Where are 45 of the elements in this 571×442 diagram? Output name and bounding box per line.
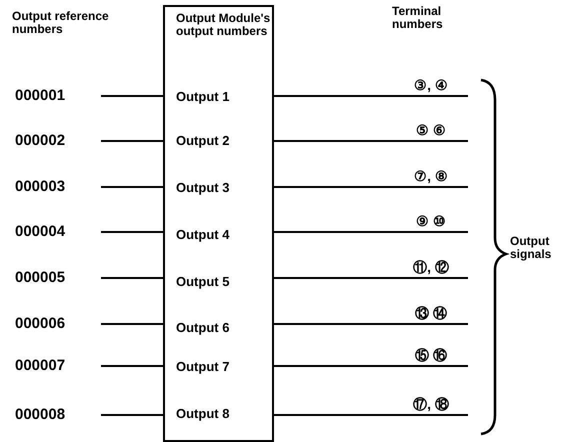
module-box bbox=[163, 5, 274, 442]
connector-line bbox=[101, 323, 163, 325]
connector-line bbox=[101, 365, 163, 367]
connector-line bbox=[101, 231, 163, 233]
column-heading: Output reference numbers bbox=[12, 10, 110, 36]
brace-label: Output signals bbox=[510, 235, 552, 261]
connector-line bbox=[101, 140, 163, 142]
reference-number: 000002 bbox=[15, 131, 101, 151]
terminal-numbers: ⑤ ⑥ bbox=[415, 121, 447, 139]
output-label: Output 1 bbox=[165, 85, 272, 109]
connector-line bbox=[274, 414, 468, 416]
output-label: Output 5 bbox=[165, 270, 272, 294]
connector-line bbox=[274, 277, 468, 279]
terminal-numbers: ⑪, ⑫ bbox=[412, 258, 450, 276]
reference-number: 000004 bbox=[15, 222, 101, 242]
reference-number: 000007 bbox=[15, 356, 101, 376]
reference-number: 000005 bbox=[15, 268, 101, 288]
box-heading: Output Module's output numbers bbox=[176, 12, 272, 38]
reference-number: 000006 bbox=[15, 314, 101, 334]
terminal-numbers: ⑬ ⑭ bbox=[414, 304, 448, 322]
output-label: Output 6 bbox=[165, 316, 272, 340]
connector-line bbox=[274, 95, 468, 97]
connector-line bbox=[274, 323, 468, 325]
reference-number: 000001 bbox=[15, 86, 101, 106]
output-label: Output 3 bbox=[165, 176, 272, 200]
output-label: Output 8 bbox=[165, 402, 272, 426]
connector-line bbox=[101, 186, 163, 188]
terminal-numbers: ⑦, ⑧ bbox=[413, 167, 449, 185]
connector-line bbox=[101, 277, 163, 279]
output-label: Output 2 bbox=[165, 129, 272, 153]
terminal-numbers: ⑨ ⑩ bbox=[415, 212, 447, 230]
column-heading: Terminal numbers bbox=[392, 5, 444, 31]
reference-number: 000003 bbox=[15, 177, 101, 197]
connector-line bbox=[274, 231, 468, 233]
output-label: Output 4 bbox=[165, 223, 272, 247]
connector-line bbox=[274, 186, 468, 188]
connector-line bbox=[274, 365, 468, 367]
reference-number: 000008 bbox=[15, 405, 101, 425]
terminal-numbers: ⑮ ⑯ bbox=[414, 346, 448, 364]
connector-line bbox=[101, 95, 163, 97]
output-label: Output 7 bbox=[165, 355, 272, 379]
terminal-numbers: ⑰, ⑱ bbox=[412, 395, 450, 413]
connector-line bbox=[274, 140, 468, 142]
connector-line bbox=[101, 414, 163, 416]
terminal-numbers: ③, ④ bbox=[413, 76, 449, 94]
